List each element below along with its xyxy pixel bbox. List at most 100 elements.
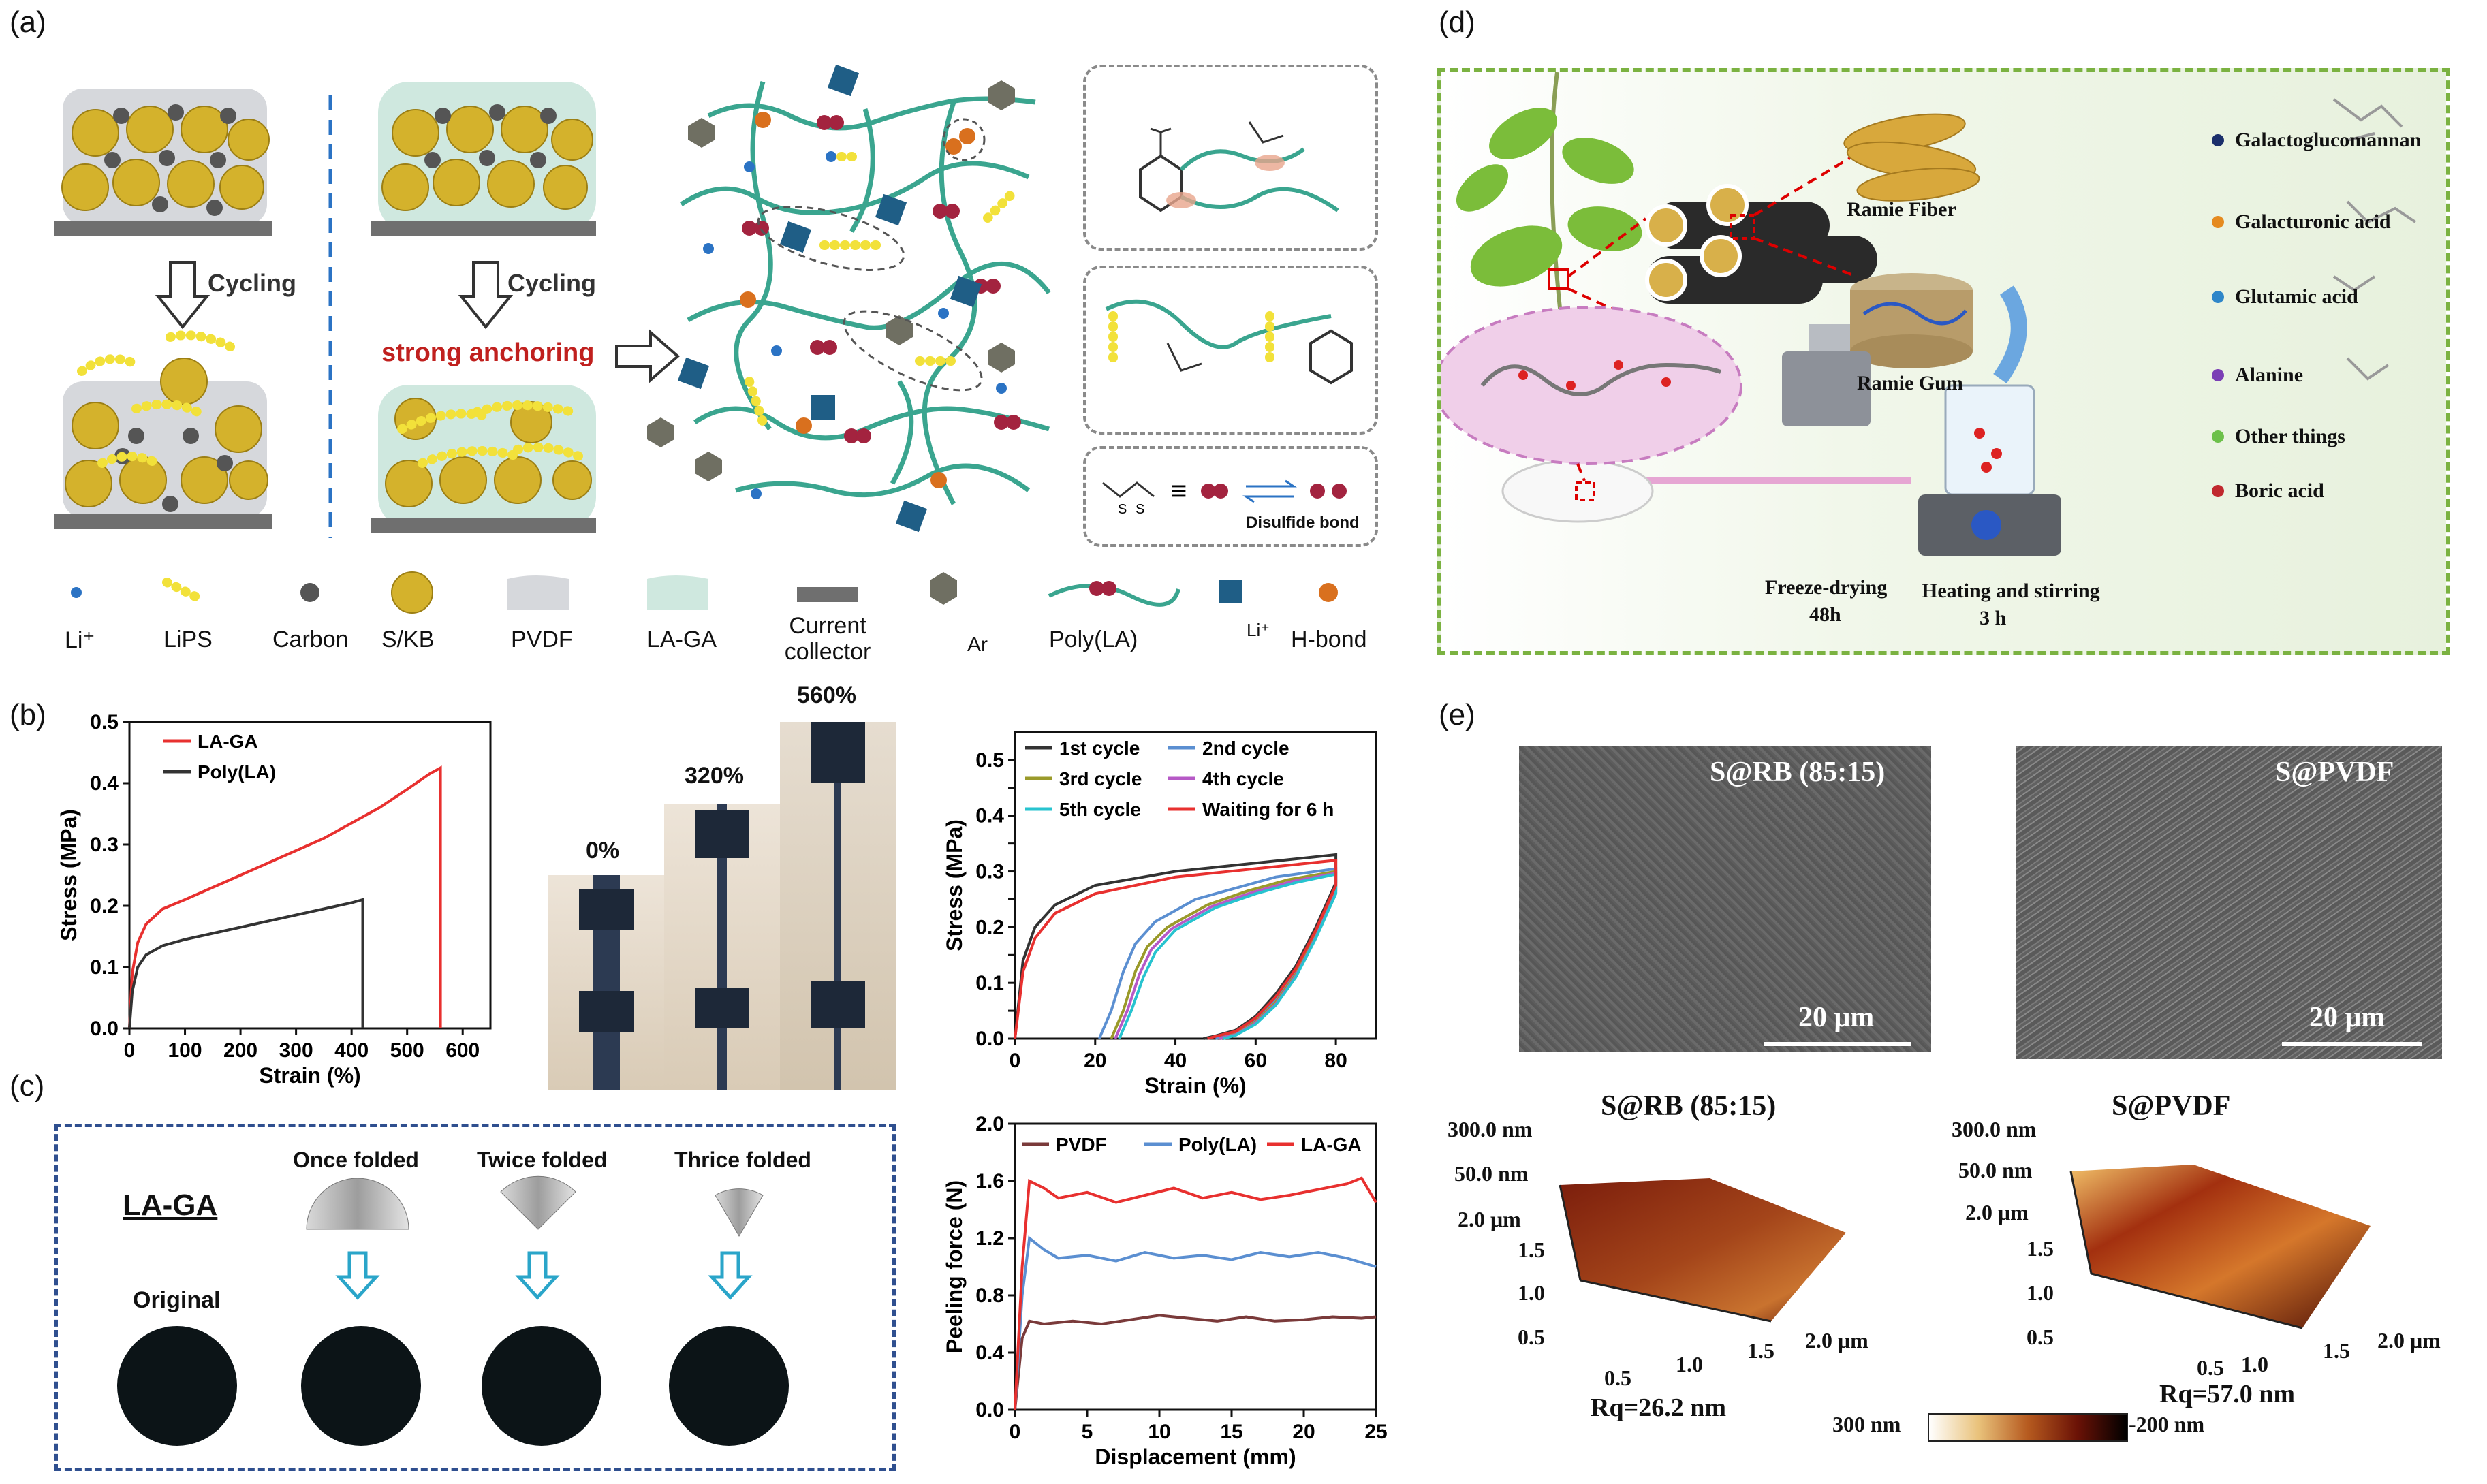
sem-title-pvdf: S@PVDF [2275, 757, 2394, 788]
legend-galacturonic: Galacturonic acid [2235, 210, 2391, 233]
afm-x-20-pvdf: 2.0 μm [2377, 1328, 2441, 1353]
afm-y-20-rb: 2.0 μm [1458, 1207, 1521, 1231]
svg-text:S: S [1136, 502, 1144, 517]
legend-label: 2nd cycle [1202, 738, 1289, 759]
afm-z-mid-pvdf: 50.0 nm [1958, 1158, 2033, 1182]
legend-label: LA-GA [198, 731, 258, 752]
colorbar-max-label: -200 nm [2129, 1412, 2205, 1436]
legend-label: 3rd cycle [1059, 768, 1142, 789]
folding-box: LA-GA Original Once folded Twice folded … [54, 1124, 896, 1471]
panel-a-legend-icons [71, 571, 1338, 614]
photo-label-0: 0% [586, 838, 620, 864]
afm-x-15-rb: 1.5 [1747, 1338, 1774, 1363]
afm-title-pvdf: S@PVDF [2112, 1090, 2231, 1122]
afm-y-15-pvdf: 1.5 [2027, 1236, 2054, 1261]
afm-z-max-pvdf: 300.0 nm [1952, 1117, 2037, 1141]
legend-label-lips: LiPS [163, 627, 213, 652]
panel-label-d: (d) [1439, 5, 1475, 39]
legend-dot-2 [2212, 291, 2224, 303]
panel-a: Cycling Cycling st [0, 0, 1417, 688]
afm-title-rb: S@RB (85:15) [1601, 1090, 1777, 1122]
fold-label-1: Once folded [293, 1148, 419, 1172]
afm-surfaces [1559, 1165, 2371, 1329]
afm-x-10-pvdf: 1.0 [2241, 1352, 2268, 1376]
afm-x-15-pvdf: 1.5 [2323, 1338, 2350, 1363]
legend-label-ar: Ar [967, 633, 988, 656]
y-tick-label: 0.1 [975, 972, 1004, 994]
cathode-laga-after [371, 385, 596, 533]
legend-dot-3 [2212, 369, 2224, 381]
y-tick-label: 1.2 [975, 1227, 1004, 1250]
legend-label: 4th cycle [1202, 768, 1284, 789]
legend-label-li: Li⁺ [65, 627, 95, 653]
fold-label-3: Thrice folded [674, 1148, 811, 1172]
series-line-pvdf [1014, 1314, 1377, 1410]
afm-x-10-rb: 1.0 [1676, 1352, 1703, 1376]
rq-pvdf: Rq=57.0 nm [2159, 1380, 2296, 1408]
y-tick-label: 0.0 [975, 1028, 1004, 1050]
cycling-left: Cycling [208, 269, 296, 297]
legend-label-skb: S/KB [381, 627, 435, 652]
cathode-pvdf-after [54, 330, 272, 529]
afm-z-max-rb: 300.0 nm [1448, 1117, 1533, 1141]
laga-title: LA-GA [123, 1188, 218, 1222]
ramie-graphics [1433, 72, 2417, 556]
x-tick-label: 100 [168, 1039, 202, 1062]
x-tick-label: 10 [1148, 1421, 1170, 1443]
series-line-2nd-cycle [1097, 867, 1338, 1040]
label-ramie-gum: Ramie Gum [1857, 372, 1963, 394]
x-tick-label: 15 [1220, 1421, 1242, 1443]
legend-galactoglucomannan: Galactoglucomannan [2235, 129, 2422, 151]
x-tick-label: 400 [334, 1039, 369, 1062]
svg-text:≡: ≡ [1171, 476, 1187, 506]
photo-label-560: 560% [797, 682, 856, 708]
plot-frame [1014, 1122, 1377, 1411]
panel-label-e: (e) [1439, 698, 1475, 731]
y-tick-label: 0.0 [975, 1399, 1004, 1421]
x-tick-label: 200 [223, 1039, 257, 1062]
x-tick-label: 500 [390, 1039, 424, 1062]
afm-y-10-rb: 1.0 [1518, 1280, 1545, 1305]
label-ramie-fiber: Ramie Fiber [1847, 198, 1956, 221]
cathode-pvdf-before [54, 89, 272, 236]
legend-label: PVDF [1056, 1134, 1107, 1155]
colorbar-min-label: 300 nm [1832, 1412, 1901, 1436]
right-arrow [615, 329, 681, 383]
sem-scale-rb: 20 μm [1798, 1002, 1875, 1033]
legend-label: 5th cycle [1059, 799, 1141, 820]
legend-dot-0 [2212, 134, 2224, 146]
afm-y-05-rb: 0.5 [1518, 1325, 1545, 1349]
down-arrow-right [458, 261, 514, 330]
sem-image-rb: S@RB (85:15) 20 μm [1519, 746, 1931, 1052]
afm-x-05-pvdf: 0.5 [2197, 1355, 2224, 1380]
x-axis-label: Strain (%) [1144, 1073, 1246, 1098]
label-freeze-time: 48h [1809, 603, 1841, 626]
colorbar [1928, 1413, 2128, 1442]
photo-label-320: 320% [685, 763, 744, 789]
y-axis-label: Stress (MPa) [942, 819, 967, 951]
afm-x-20-rb: 2.0 μm [1805, 1328, 1868, 1353]
legend-label-pvdf: PVDF [511, 627, 573, 652]
series-line-5th-cycle [1118, 872, 1338, 1040]
sem-title-rb: S@RB (85:15) [1710, 757, 1886, 788]
legend-dot-5 [2212, 485, 2224, 497]
y-tick-label: 0.4 [975, 1342, 1004, 1364]
y-tick-label: 0.8 [975, 1284, 1004, 1307]
label-heating-time: 3 h [1980, 607, 2007, 629]
afm-y-10-pvdf: 1.0 [2027, 1280, 2054, 1305]
legend-label-laga: LA-GA [647, 627, 717, 652]
x-tick-label: 25 [1364, 1421, 1387, 1443]
fold-label-2: Twice folded [477, 1148, 608, 1172]
mechanism-box-1 [1083, 65, 1378, 251]
x-tick-label: 600 [445, 1039, 480, 1062]
mechanism-box-2 [1083, 266, 1378, 435]
tensile-photos: 0% 320% 560% [548, 682, 903, 1090]
y-tick-label: 0.3 [975, 861, 1004, 883]
x-tick-label: 5 [1082, 1421, 1093, 1443]
plot-frame [1014, 731, 1377, 1040]
series-line-waiting-for-6-h [1014, 858, 1338, 1040]
x-tick-label: 60 [1245, 1049, 1267, 1072]
